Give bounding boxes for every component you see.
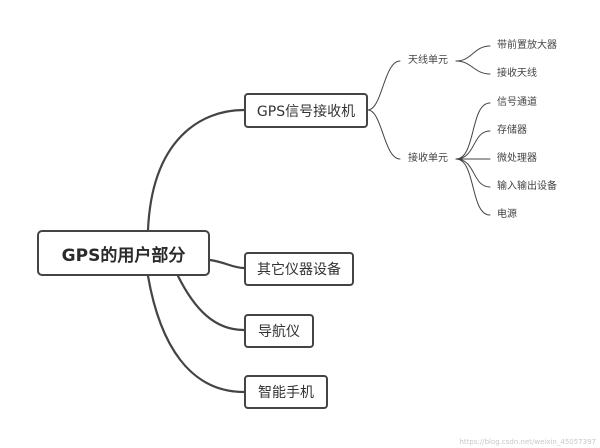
- link-receive-4: [455, 158, 491, 216]
- link-root-other: [208, 258, 246, 270]
- link-root-phone: [146, 274, 246, 394]
- node-gps-receiver-label: GPS信号接收机: [256, 103, 356, 120]
- node-receive-child[interactable]: 微处理器: [497, 153, 537, 164]
- root-node[interactable]: GPS的用户部分: [37, 230, 210, 276]
- node-navigator[interactable]: 导航仪: [244, 314, 314, 348]
- node-receive-unit[interactable]: 接收单元: [408, 153, 448, 164]
- node-other-devices[interactable]: 其它仪器设备: [244, 252, 354, 286]
- node-antenna-child[interactable]: 接收天线: [497, 68, 537, 79]
- node-other-devices-label: 其它仪器设备: [257, 262, 341, 278]
- node-receive-child[interactable]: 电源: [497, 209, 517, 220]
- node-smartphone-label: 智能手机: [258, 385, 314, 401]
- node-receive-child[interactable]: 存储器: [497, 125, 527, 136]
- node-navigator-label: 导航仪: [258, 324, 300, 340]
- link-antenna-1: [455, 60, 491, 75]
- link-root-receiver: [146, 108, 246, 232]
- link-root-nav: [176, 274, 246, 332]
- link-receiver-receive: [367, 109, 401, 160]
- node-antenna-child[interactable]: 带前置放大器: [497, 40, 557, 51]
- node-gps-receiver[interactable]: GPS信号接收机: [244, 93, 368, 128]
- node-antenna-unit[interactable]: 天线单元: [408, 55, 448, 66]
- node-receive-child[interactable]: 信号通道: [497, 97, 537, 108]
- link-receiver-antenna: [367, 60, 401, 111]
- watermark: https://blog.csdn.net/weixin_45057397: [459, 438, 596, 446]
- link-receive-0: [455, 102, 491, 160]
- link-receive-3: [455, 158, 491, 188]
- link-receive-1: [455, 130, 491, 160]
- node-smartphone[interactable]: 智能手机: [244, 375, 328, 409]
- node-receive-child[interactable]: 输入输出设备: [497, 181, 557, 192]
- root-node-label: GPS的用户部分: [61, 245, 186, 266]
- link-antenna-0: [455, 45, 491, 62]
